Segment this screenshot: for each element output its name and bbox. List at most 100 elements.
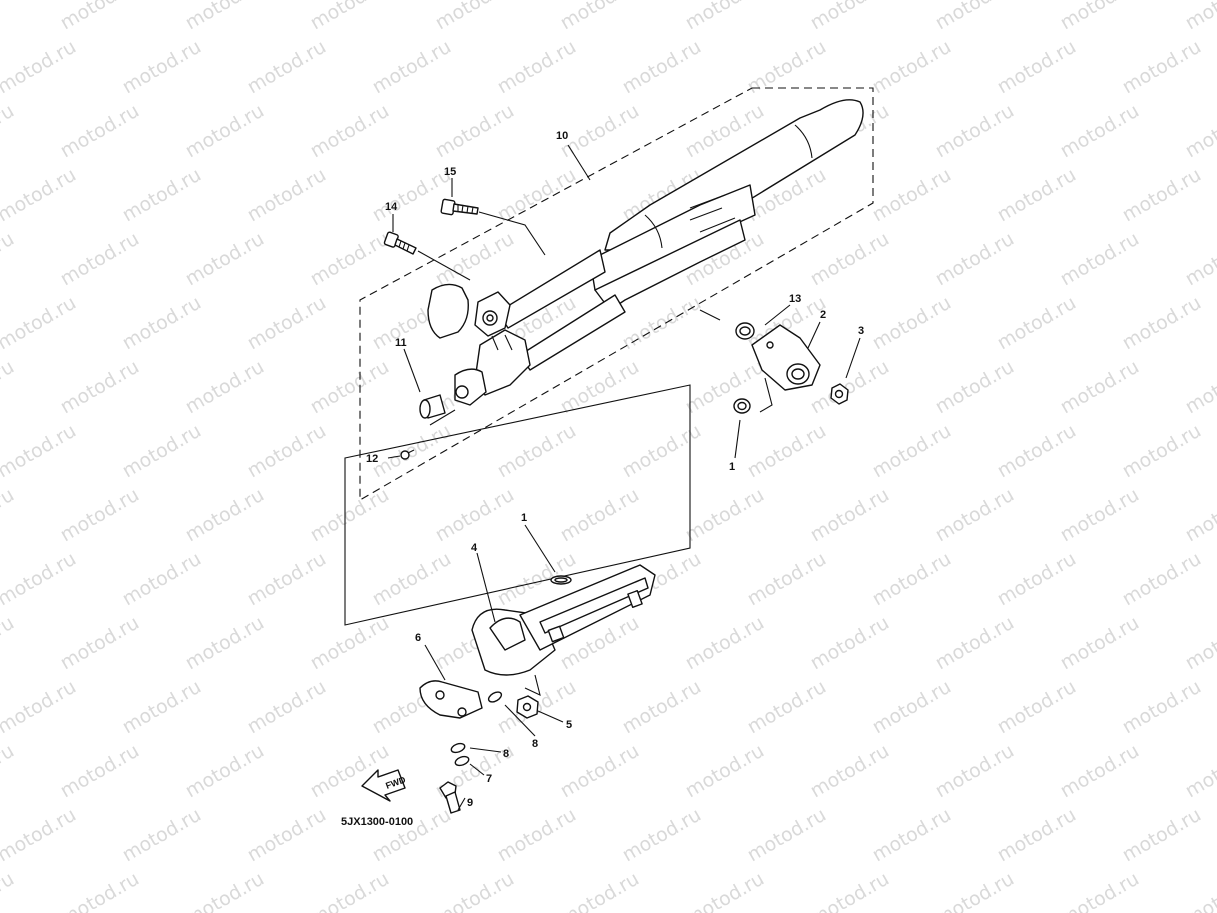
watermark-text: motod.ru <box>369 548 455 611</box>
watermark-text: motod.ru <box>307 100 393 163</box>
watermark-text: motod.ru <box>994 36 1080 99</box>
watermark-text: motod.ru <box>1182 228 1217 291</box>
watermark-text: motod.ru <box>182 484 268 547</box>
watermark-text: motod.ru <box>744 804 830 867</box>
watermark-text: motod.ru <box>1182 612 1217 675</box>
watermark-text: motod.ru <box>1182 868 1217 913</box>
callout-14: 14 <box>385 201 398 213</box>
watermark-text: motod.ru <box>1057 356 1143 419</box>
watermark-text: motod.ru <box>619 36 705 99</box>
sleeve-11 <box>419 394 446 419</box>
watermark-text: motod.ru <box>307 356 393 419</box>
callout-7: 7 <box>486 773 492 785</box>
callout-2: 2 <box>820 309 826 321</box>
watermark-text: motod.ru <box>182 228 268 291</box>
watermark-text: motod.ru <box>1119 164 1205 227</box>
watermark-text: motod.ru <box>1182 0 1217 34</box>
callout-13: 13 <box>789 293 801 305</box>
callout-10: 10 <box>556 130 568 142</box>
fwd-arrow: FWD <box>361 769 407 802</box>
nut-3 <box>830 383 849 405</box>
watermark-text: motod.ru <box>57 100 143 163</box>
watermark-text: motod.ru <box>369 164 455 227</box>
watermark-text: motod.ru <box>57 0 143 34</box>
watermark-text: motod.ru <box>307 0 393 34</box>
bolt-15 <box>440 198 479 216</box>
watermark-text: motod.ru <box>869 292 955 355</box>
watermark-text: motod.ru <box>744 676 830 739</box>
watermark-text: motod.ru <box>57 868 143 913</box>
watermark-text: motod.ru <box>182 740 268 803</box>
watermark-text: motod.ru <box>0 548 80 611</box>
watermark-text: motod.ru <box>432 868 518 913</box>
watermark-text: motod.ru <box>682 740 768 803</box>
watermark-text: motod.ru <box>744 36 830 99</box>
washer-8-upper <box>487 691 503 703</box>
joint-2 <box>751 324 821 391</box>
watermark-text: motod.ru <box>307 868 393 913</box>
watermark-text: motod.ru <box>1182 356 1217 419</box>
watermark-text: motod.ru <box>432 0 518 34</box>
watermark-text: motod.ru <box>369 804 455 867</box>
watermark-text: motod.ru <box>182 356 268 419</box>
watermark-text: motod.ru <box>182 868 268 913</box>
watermark-text: motod.ru <box>244 804 330 867</box>
callout-6: 6 <box>415 632 421 644</box>
watermark-text: motod.ru <box>869 804 955 867</box>
watermark-text: motod.ru <box>119 804 205 867</box>
watermark-text: motod.ru <box>682 356 768 419</box>
watermark-text: motod.ru <box>0 36 80 99</box>
watermark-text: motod.ru <box>619 676 705 739</box>
watermark-text: motod.ru <box>119 548 205 611</box>
watermark-text: motod.ru <box>682 868 768 913</box>
watermark-text: motod.ru <box>244 292 330 355</box>
callout-8-upper: 8 <box>532 738 538 750</box>
watermark-text: motod.ru <box>244 676 330 739</box>
watermark-text: motod.ru <box>1119 420 1205 483</box>
watermark-text: motod.ru <box>244 548 330 611</box>
callout-15: 15 <box>444 166 456 178</box>
gasket-1-upper <box>733 398 751 414</box>
gasket-1-lower <box>550 575 572 585</box>
watermark-text: motod.ru <box>119 36 205 99</box>
watermark-text: motod.ru <box>0 292 80 355</box>
watermark-text: motod.ru <box>0 164 80 227</box>
watermark-text: motod.ru <box>1057 100 1143 163</box>
watermark-text: motod.ru <box>869 676 955 739</box>
callout-3: 3 <box>858 325 864 337</box>
watermark-text: motod.ru <box>619 420 705 483</box>
spring-washer-7 <box>454 755 470 767</box>
watermark-text: motod.ru <box>182 100 268 163</box>
watermark-text: motod.ru <box>244 164 330 227</box>
watermark-text: motod.ru <box>807 740 893 803</box>
watermark-text: motod.ru <box>869 164 955 227</box>
watermark-text: motod.ru <box>494 36 580 99</box>
watermark-text: motod.ru <box>0 676 80 739</box>
watermark-text: motod.ru <box>182 0 268 34</box>
watermark-text: motod.ru <box>1057 740 1143 803</box>
watermark-text: motod.ru <box>432 100 518 163</box>
watermark-text: motod.ru <box>119 292 205 355</box>
watermark-text: motod.ru <box>0 228 18 291</box>
watermark-text: motod.ru <box>119 420 205 483</box>
watermark-text: motod.ru <box>0 0 18 34</box>
callout-11: 11 <box>395 337 407 349</box>
gasket-13 <box>735 322 755 340</box>
callout-8-lower: 8 <box>503 748 509 760</box>
lower-assembly-box <box>344 384 691 626</box>
screw-12 <box>400 449 415 460</box>
watermark-text: motod.ru <box>557 356 643 419</box>
watermark-text: motod.ru <box>432 484 518 547</box>
watermark-text: motod.ru <box>682 0 768 34</box>
watermark-text: motod.ru <box>0 740 18 803</box>
watermark-text: motod.ru <box>557 740 643 803</box>
watermark-text: motod.ru <box>994 548 1080 611</box>
watermark-text: motod.ru <box>932 0 1018 34</box>
watermark-text: motod.ru <box>807 228 893 291</box>
watermark-text: motod.ru <box>557 0 643 34</box>
watermark-text: motod.ru <box>182 612 268 675</box>
bolt-9 <box>439 781 461 814</box>
leader-lines <box>387 144 861 811</box>
watermark-text: motod.ru <box>1119 292 1205 355</box>
watermark-text: motod.ru <box>932 868 1018 913</box>
